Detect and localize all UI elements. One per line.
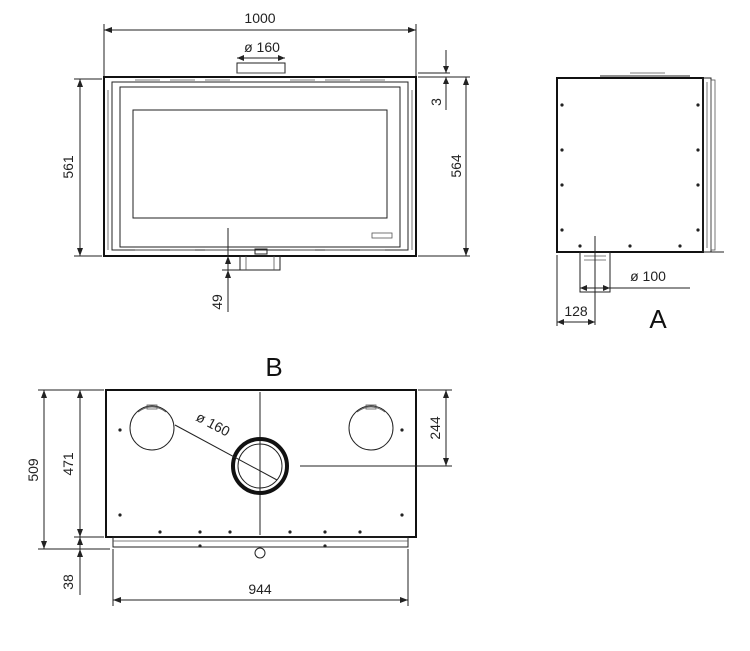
side-pipe-label: ø 100	[630, 268, 666, 284]
top-offset-right-label: 244	[427, 416, 443, 440]
front-height-left-label: 561	[60, 155, 76, 179]
front-top-flue	[236, 62, 286, 74]
front-bottom-connector	[239, 255, 281, 271]
top-lip-label: 38	[60, 574, 76, 590]
top-flue-ring	[231, 437, 289, 495]
front-bottom-offset-label: 49	[209, 294, 225, 310]
front-width-label: 1000	[244, 10, 275, 26]
top-left-vent	[129, 404, 175, 451]
top-flue-label: ø 160	[194, 409, 233, 440]
front-glass-panel	[132, 109, 388, 219]
front-top-gap-label: 3	[428, 98, 444, 106]
front-flue-label: ø 160	[244, 39, 280, 55]
front-inner-frame	[111, 81, 409, 251]
side-screws	[560, 103, 700, 248]
view-letter-a: A	[649, 304, 667, 334]
top-width-label: 944	[248, 581, 272, 597]
top-depth-inner-label: 471	[60, 452, 76, 476]
view-letter-b: B	[265, 352, 282, 382]
top-body	[105, 389, 417, 538]
front-door-frame	[119, 86, 401, 248]
side-view: ø 100 128 A	[556, 72, 724, 334]
front-handle	[254, 248, 268, 255]
front-height-right-label: 564	[448, 154, 464, 178]
top-front-lip	[112, 536, 409, 548]
side-offset-label: 128	[564, 303, 588, 319]
top-right-vent	[348, 404, 394, 451]
side-body	[556, 77, 704, 253]
front-nameplate	[371, 232, 393, 239]
top-screws	[118, 428, 404, 548]
front-outer-frame	[103, 76, 417, 257]
top-handle	[254, 547, 266, 559]
top-view: B ø 160	[25, 352, 452, 606]
top-depth-outer-label: 509	[25, 458, 41, 482]
front-view: 1000 ø 160 564 3 561 49	[60, 10, 470, 312]
